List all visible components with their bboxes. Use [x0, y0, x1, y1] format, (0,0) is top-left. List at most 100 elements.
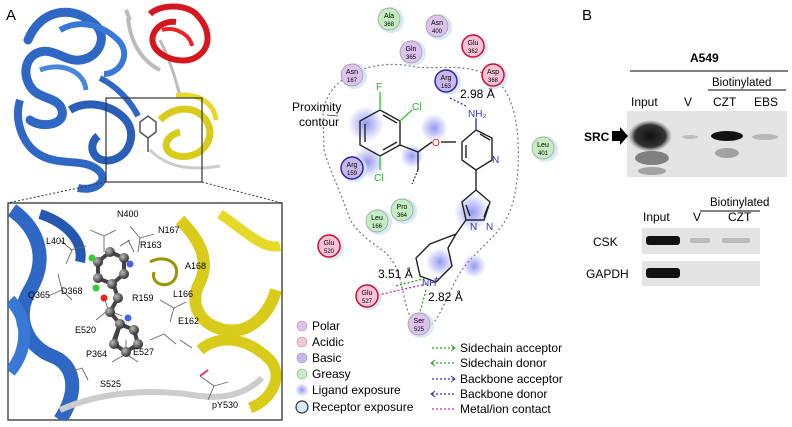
residue-name: Glu: [468, 40, 479, 47]
arrow-icon: [430, 390, 436, 398]
legend-label: Backbone donor: [460, 387, 547, 401]
residue-number: 527: [362, 299, 373, 305]
detail-helix-blue-2: [38, 209, 86, 264]
src-label: SRC: [584, 130, 610, 144]
lane-label: EBS: [754, 95, 778, 109]
band-csk-vehicle: [690, 238, 710, 243]
atom-o: O: [432, 138, 440, 149]
atom-nh: NH: [422, 278, 436, 289]
band-ebs: [752, 134, 778, 140]
helix-blue-4: [67, 100, 136, 165]
cell-line-label: A549: [690, 51, 719, 65]
res-label: N167: [158, 225, 180, 235]
ligand-overview: [139, 115, 157, 152]
residue-circle: [531, 136, 555, 160]
lane-label: CZT: [713, 95, 737, 109]
detail-frame: [7, 202, 283, 421]
band-czt: [711, 131, 743, 141]
detail-helix-blue-3: [8, 295, 31, 376]
residue-number: 364: [397, 213, 408, 219]
legend-swatch-acidic: [296, 336, 308, 348]
detail-loop-gray: [58, 375, 265, 413]
residue-circle: [399, 40, 423, 64]
residue-name: Ser: [414, 318, 426, 325]
band-input: [628, 120, 672, 152]
residue-circle: [434, 69, 458, 93]
residue-circle: [340, 63, 364, 87]
zoom-box: [105, 97, 203, 183]
residue-name: Asp: [487, 69, 499, 76]
residue-name: Glu: [324, 240, 335, 247]
residue-number: 362: [468, 49, 479, 55]
csk-label: CSK: [593, 235, 618, 249]
legend-interactions: Sidechain acceptor Sidechain donor Backb…: [430, 341, 563, 416]
legend-label: Ligand exposure: [312, 383, 401, 397]
hbond-arg163: [449, 97, 467, 107]
residue-circle: [390, 198, 414, 222]
legend-swatch-receptor-exposure: [295, 400, 309, 414]
ligand-detail: [88, 247, 143, 357]
residue-name: Gln: [406, 46, 417, 53]
atom-nh2: NH₂: [468, 109, 486, 120]
legend: Polar Acidic Basic Greasy Ligand exposur…: [295, 319, 563, 416]
residue-name: Leu: [537, 142, 549, 149]
residue-number: 368: [384, 22, 395, 28]
residue-leu-401: Leu 401: [531, 136, 558, 162]
hbond-ser525: [419, 289, 427, 313]
proximity-label-line2: contour: [299, 115, 339, 129]
res-label: E520: [75, 325, 96, 335]
residue-name: Arg: [347, 162, 358, 169]
res-label: S525: [100, 379, 121, 389]
band-vehicle: [682, 135, 698, 139]
sh3-red: [147, 3, 211, 64]
band-csk-czt: [722, 238, 750, 243]
atom-n-pyridine: N: [492, 155, 499, 166]
lane-label: Input: [643, 210, 670, 224]
atom-charge: +: [434, 274, 439, 283]
residue-number: 159: [347, 171, 358, 177]
residue-circle: [340, 156, 364, 180]
loop-gray-1: [124, 9, 161, 72]
methyl-wedge: [411, 169, 419, 185]
residue-number: 365: [406, 55, 417, 61]
detail-residue-labels: N400 N167 L401 R163 A168 Q365 D368 R159 …: [28, 209, 238, 410]
panel-a-label: A: [6, 7, 16, 24]
protein-detail: N400 N167 L401 R163 A168 Q365 D368 R159 …: [7, 202, 283, 421]
lane-label: CZT: [728, 210, 752, 224]
ligand-exposure-halos: [348, 106, 490, 278]
residue-gln-365: Gln 365: [399, 40, 426, 66]
legend-label: Basic: [312, 351, 341, 365]
res-label: E527: [133, 347, 154, 357]
res-label: N400: [117, 209, 139, 219]
res-label: A168: [185, 261, 206, 271]
res-label: pY530: [212, 400, 238, 410]
lane-label: Input: [631, 95, 658, 109]
band-input-smear: [635, 151, 669, 165]
legend-label: Metal/ion contact: [460, 402, 551, 416]
legend-label: Sidechain donor: [460, 356, 547, 370]
legend-label: Receptor exposure: [312, 400, 414, 414]
band-csk-input: [646, 236, 680, 245]
lane-label: V: [684, 95, 692, 109]
helix-blue-2: [58, 21, 127, 77]
zoom-line-left: [7, 181, 107, 204]
residue-arg-159: Arg 159: [340, 156, 367, 182]
residue-circle: [461, 34, 485, 58]
atom-f: F: [376, 82, 382, 93]
band-gapdh-input: [646, 268, 680, 278]
panel-b-blots: B A549 Biotinylated Input V CZT EBS SRC …: [582, 7, 788, 286]
helix-blue-1: [21, 7, 106, 130]
sh2-yellow: [157, 105, 214, 161]
legend-label: Backbone acceptor: [460, 372, 563, 386]
residue-number: 401: [538, 151, 549, 157]
legend-label: Greasy: [312, 367, 351, 381]
residue-number: 167: [347, 78, 358, 84]
detail-helix-yellow-1: [175, 215, 282, 337]
